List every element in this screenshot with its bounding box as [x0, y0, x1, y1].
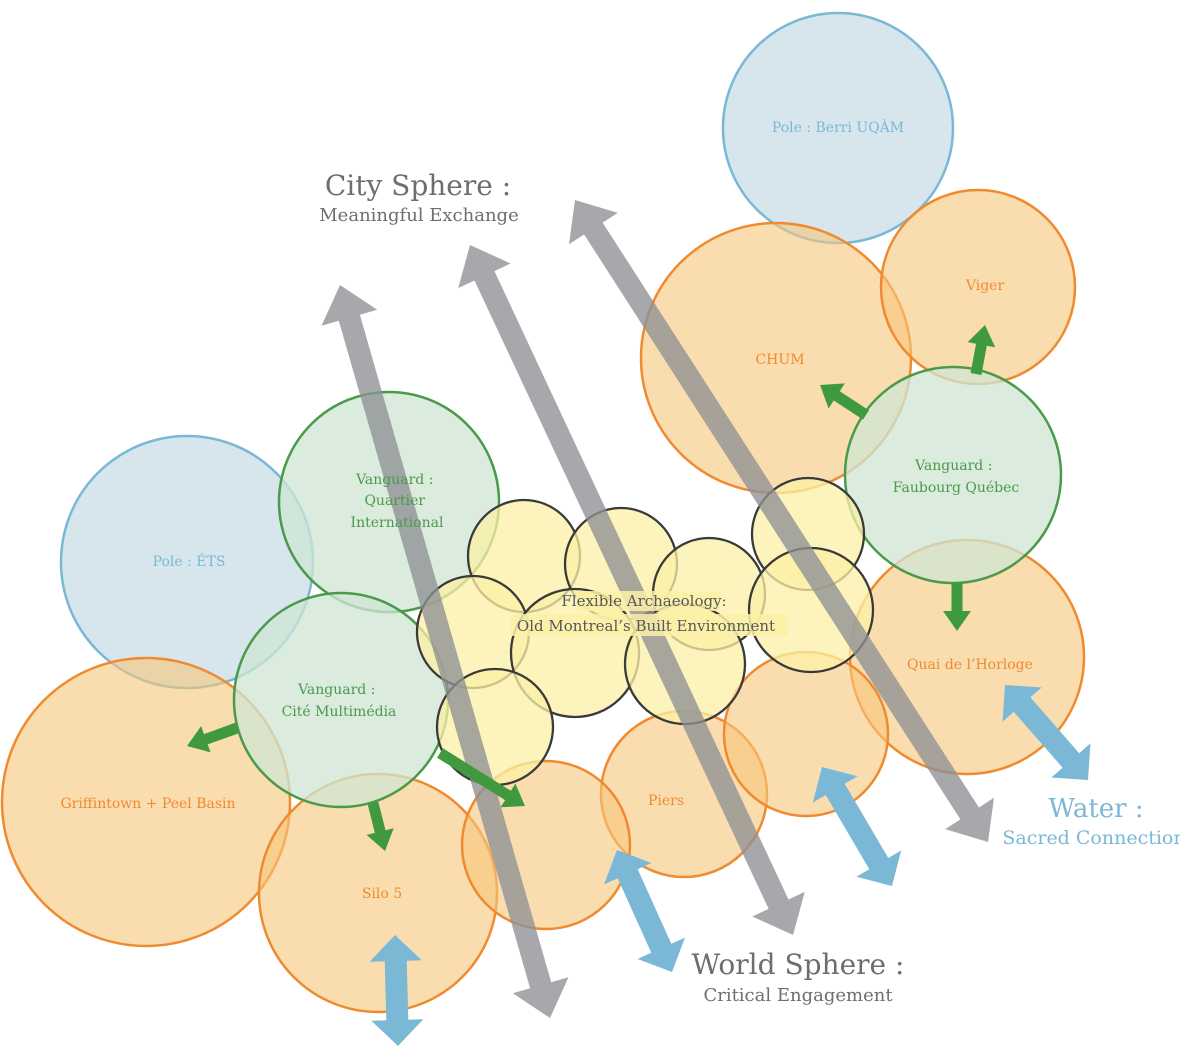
site-label-quai-de-lhorloge: Quai de l’Horloge — [907, 657, 1033, 673]
water-arrow-layer — [369, 685, 1091, 1046]
site-label-silo-5: Silo 5 — [362, 886, 402, 902]
vanguard-arrow-to-quai — [943, 583, 971, 631]
pole-label-ets: Pole : ÉTS — [153, 552, 226, 570]
water-title: Water : — [1048, 794, 1143, 824]
water-subtitle: Sacred Connection — [1002, 827, 1180, 849]
vanguard-arrow-to-chum — [820, 383, 869, 420]
water-arrow-piers — [604, 850, 685, 972]
core-subtitle: Old Montreal’s Built Environment — [517, 617, 775, 635]
vanguard-arrow-to-core — [437, 748, 525, 808]
label-layer: Pole : Berri UQÀM Pole : ÉTS Vanguard : … — [60, 118, 1180, 1006]
city-world-arrow-left — [321, 285, 569, 1018]
vanguard-label-quartier-international: Vanguard : Quartier International — [351, 472, 444, 531]
water-arrow-unlabeled — [812, 767, 902, 886]
site-label-griffintown: Griffintown + Peel Basin — [60, 796, 235, 812]
vanguard-label-faubourg-quebec: Vanguard : Faubourg Québec — [893, 458, 1020, 496]
vanguard-circle-cite-multimedia — [232, 591, 450, 809]
city-world-arrow-right — [569, 200, 994, 842]
vanguard-arrow-to-griffintown — [187, 722, 239, 753]
city-sphere-subtitle: Meaningful Exchange — [319, 205, 518, 226]
world-sphere-title: World Sphere : — [692, 948, 905, 981]
core-subtitle-backdrop — [511, 614, 788, 636]
core-title: Flexible Archaeology: — [561, 592, 726, 610]
sphere-arrow-layer — [321, 200, 994, 1018]
city-sphere-title: City Sphere : — [325, 169, 511, 202]
site-label-viger: Viger — [965, 278, 1005, 294]
vanguard-arrow-to-viger — [967, 325, 996, 375]
vanguard-label-cite-multimedia: Vanguard : Cité Multimédia — [282, 682, 397, 720]
core-label: Flexible Archaeology: Old Montreal’s Bui… — [511, 591, 788, 636]
city-world-arrow-middle — [458, 245, 805, 935]
site-label-chum: CHUM — [755, 352, 804, 368]
vanguard-circle-faubourg-quebec — [843, 365, 1063, 585]
water-arrow-quai — [1002, 685, 1091, 780]
water-arrow-silo — [369, 935, 424, 1046]
vanguard-arrow-to-silo — [366, 801, 394, 851]
core-title-backdrop — [576, 591, 720, 611]
world-sphere-subtitle: Critical Engagement — [703, 985, 893, 1006]
vanguard-arrow-layer — [187, 325, 996, 851]
site-circle-unlabeled-2 — [722, 650, 890, 818]
pole-label-berri-uqam: Pole : Berri UQÀM — [772, 118, 904, 136]
site-label-piers: Piers — [648, 793, 684, 809]
